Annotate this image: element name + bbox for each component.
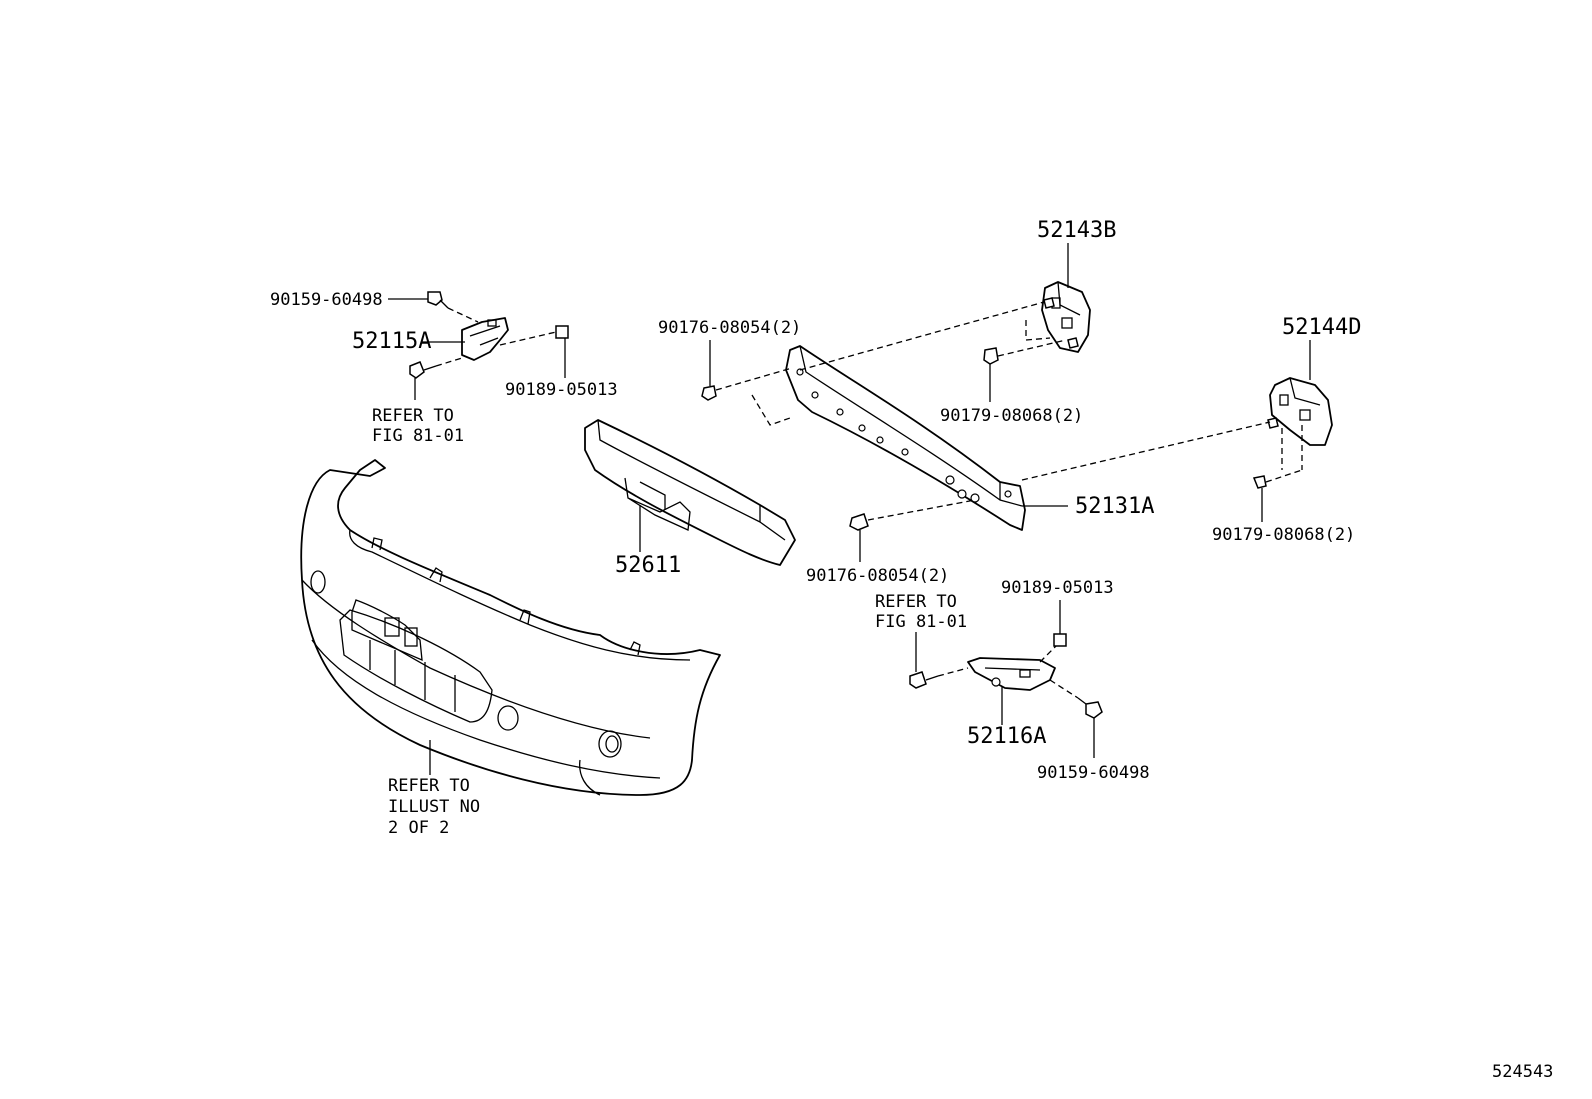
label-retainer-52115a: 52115A bbox=[352, 329, 431, 354]
label-retainer-52116a: 52116A bbox=[967, 724, 1046, 749]
label-nut-bottom-right: 90189-05013 bbox=[1001, 578, 1114, 598]
label-bolt-bottom-right: 90159-60498 bbox=[1037, 763, 1150, 783]
label-clip-far-right: 90179-08068(2) bbox=[1212, 525, 1355, 545]
assembly-lines bbox=[435, 301, 1303, 699]
label-bolt-top-left: 90159-60498 bbox=[270, 290, 383, 310]
label-refer-cover-2: ILLUST NO bbox=[388, 797, 480, 817]
label-refer-cover-1: REFER TO bbox=[388, 776, 470, 796]
hardware bbox=[409, 291, 1279, 719]
diagram-id: 524543 bbox=[1492, 1062, 1553, 1082]
label-clip-reinf-right: 90176-08054(2) bbox=[806, 566, 949, 586]
label-refer-left-1: REFER TO bbox=[372, 406, 454, 426]
retainer-52144d bbox=[1269, 377, 1333, 446]
label-clip-upper-right: 90179-08068(2) bbox=[940, 406, 1083, 426]
label-retainer-52143b: 52143B bbox=[1037, 218, 1116, 243]
energy-absorber bbox=[584, 419, 796, 566]
retainer-52116a bbox=[967, 657, 1056, 691]
label-absorber-52611: 52611 bbox=[615, 553, 681, 578]
label-reinforcement-52131a: 52131A bbox=[1075, 494, 1154, 519]
retainer-52115a bbox=[461, 317, 509, 361]
retainer-52143b bbox=[1041, 281, 1091, 353]
label-refer-right-2: FIG 81-01 bbox=[875, 612, 967, 632]
leader-lines bbox=[388, 243, 1311, 775]
label-refer-left-2: FIG 81-01 bbox=[372, 426, 464, 446]
label-refer-right-1: REFER TO bbox=[875, 592, 957, 612]
label-retainer-52144d: 52144D bbox=[1282, 315, 1361, 340]
label-clip-reinf-left: 90176-08054(2) bbox=[658, 318, 801, 338]
bumper-cover bbox=[300, 459, 721, 796]
bumper-reinforcement bbox=[785, 345, 1026, 531]
label-refer-cover-3: 2 OF 2 bbox=[388, 818, 449, 838]
label-nut-top-left: 90189-05013 bbox=[505, 380, 618, 400]
part-labels: 90159-60498 52115A 90189-05013 REFER TO … bbox=[270, 218, 1553, 1082]
